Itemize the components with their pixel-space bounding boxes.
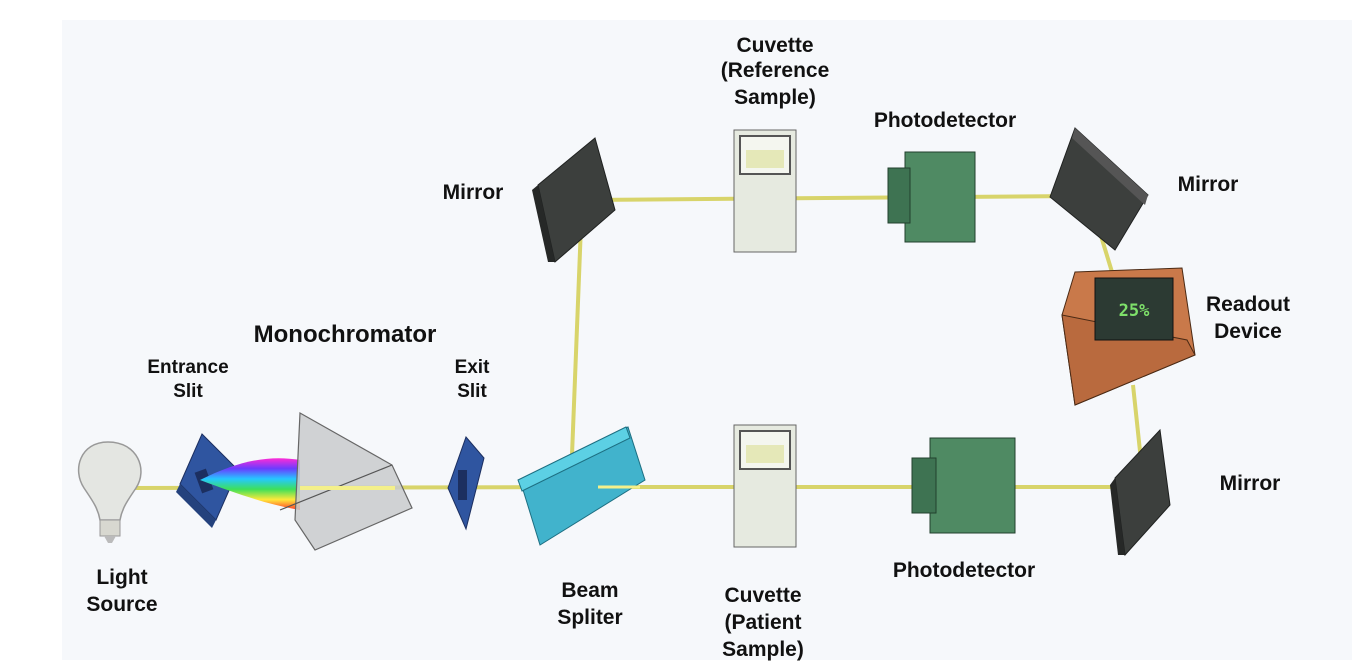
label-beam-splitter: Beam xyxy=(561,579,618,602)
label-exit-slit-2: Slit xyxy=(457,381,487,402)
label-light-source-2: Source xyxy=(86,593,157,616)
label-cuvette-reference-2: (Reference xyxy=(721,59,830,82)
label-entrance-slit-2: Slit xyxy=(173,381,203,402)
photodetector-bottom xyxy=(911,437,1016,534)
label-light-source: Light xyxy=(96,566,147,589)
beam-splitter xyxy=(517,426,646,546)
mirror-bottom-right xyxy=(1110,428,1171,557)
label-exit-slit: Exit xyxy=(455,357,491,378)
label-readout-device: Readout xyxy=(1206,293,1290,316)
label-beam-splitter-2: Spliter xyxy=(557,606,622,629)
label-monochromator: Monochromator xyxy=(254,321,437,348)
label-cuvette-patient-3: Sample) xyxy=(722,638,804,661)
label-mirror-top-right: Mirror xyxy=(1178,173,1239,196)
readout-device: 25% xyxy=(1061,267,1196,406)
label-cuvette-reference-3: Sample) xyxy=(734,86,816,109)
cuvette-reference xyxy=(733,129,797,253)
label-photodetector-bottom: Photodetector xyxy=(893,559,1035,582)
exit-slit xyxy=(447,436,485,531)
mirror-top-right xyxy=(1049,127,1149,251)
prism xyxy=(279,411,413,551)
label-cuvette-reference: Cuvette xyxy=(736,34,813,57)
cuvette-patient xyxy=(733,424,797,548)
label-mirror-top-left: Mirror xyxy=(443,181,504,204)
label-entrance-slit: Entrance xyxy=(147,357,228,378)
light-bulb-icon xyxy=(77,441,142,543)
spectrum-dispersion xyxy=(200,458,300,510)
label-cuvette-patient-2: (Patient xyxy=(724,611,801,634)
mirror-top-left xyxy=(532,137,616,263)
photodetector-top xyxy=(887,151,976,243)
label-readout-device-2: Device xyxy=(1214,320,1282,343)
label-cuvette-patient: Cuvette xyxy=(724,584,801,607)
label-mirror-bottom-right: Mirror xyxy=(1220,472,1281,495)
label-photodetector-top: Photodetector xyxy=(874,109,1016,132)
readout-display-value: 25% xyxy=(1119,301,1150,321)
